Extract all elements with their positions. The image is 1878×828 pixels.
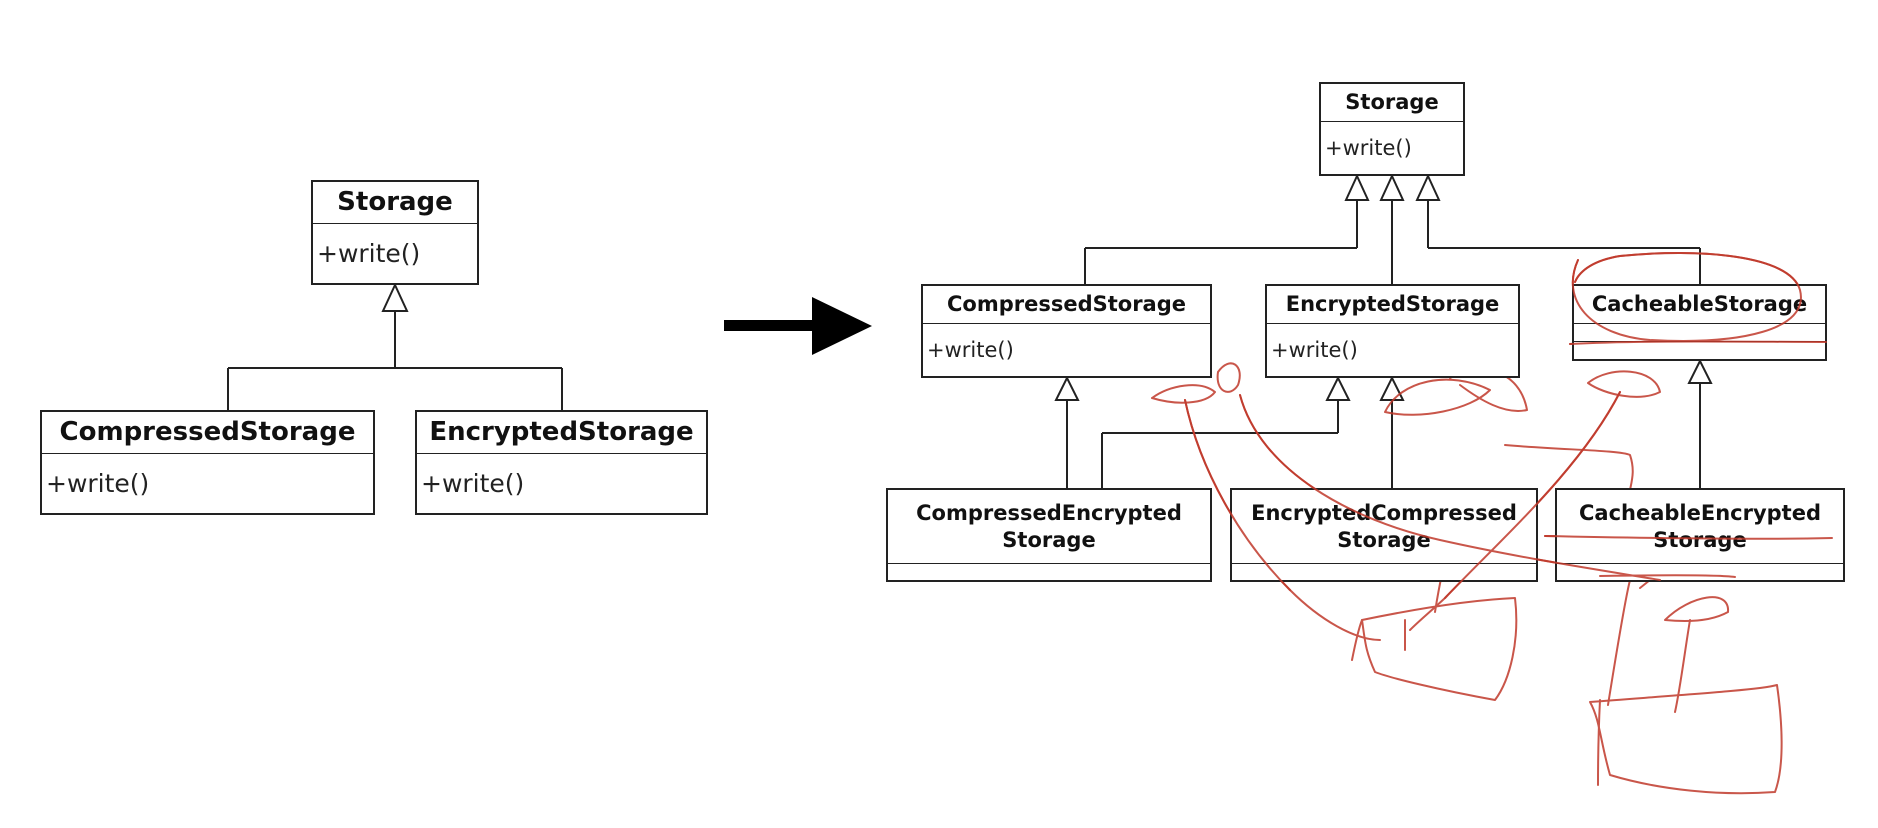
class-name: CompressedStorage xyxy=(42,412,373,454)
left-inheritance-lines xyxy=(227,311,563,410)
scribble-blob-1 xyxy=(1151,384,1216,404)
scribble-stem-5 xyxy=(1597,699,1601,786)
class-method: +write() xyxy=(46,469,150,498)
scribble-box-1 xyxy=(1361,597,1518,701)
class-name-line-2: Storage xyxy=(1002,527,1096,552)
right-class-cacheable-encrypted-storage: CacheableEncrypted Storage xyxy=(1555,488,1845,582)
empty-attribute-compartment xyxy=(1574,324,1825,342)
empty-compartment xyxy=(888,564,1210,580)
right-class-encrypted-compressed-storage: EncryptedCompressed Storage xyxy=(1230,488,1538,582)
transition-arrow xyxy=(724,297,872,355)
class-method: +write() xyxy=(317,239,421,268)
empty-compartment xyxy=(1232,564,1536,580)
scribble-blob-6 xyxy=(1664,596,1730,623)
class-method: +write() xyxy=(927,338,1014,362)
scribble-blob-5 xyxy=(1587,370,1661,398)
scribble-stem-4 xyxy=(1674,619,1691,713)
class-name-line-1: EncryptedCompressed xyxy=(1251,501,1517,526)
class-name: Storage xyxy=(313,182,477,224)
scribble-stem-6 xyxy=(1607,579,1631,706)
right-class-storage: Storage +write() xyxy=(1319,82,1465,176)
empty-compartment xyxy=(1557,564,1843,580)
right-class-encrypted-storage: EncryptedStorage +write() xyxy=(1265,284,1520,378)
class-name: EncryptedCompressed Storage xyxy=(1232,490,1536,564)
class-name: EncryptedStorage xyxy=(417,412,706,454)
class-name: CacheableEncrypted Storage xyxy=(1557,490,1843,564)
right-class-compressed-storage: CompressedStorage +write() xyxy=(921,284,1212,378)
class-name-line-1: CompressedEncrypted xyxy=(916,501,1182,526)
right-class-cacheable-storage: CacheableStorage xyxy=(1572,284,1827,361)
class-method: +write() xyxy=(421,469,525,498)
empty-method-compartment xyxy=(1574,342,1825,359)
class-name: CompressedEncrypted Storage xyxy=(888,490,1210,564)
scribble-stem-3 xyxy=(1351,619,1363,661)
class-name-line-2: Storage xyxy=(1653,527,1747,552)
class-name: CompressedStorage xyxy=(923,286,1210,324)
left-class-storage: Storage +write() xyxy=(311,180,479,285)
scribble-blob-2 xyxy=(1216,362,1241,393)
class-name-line-2: Storage xyxy=(1337,527,1431,552)
class-name: Storage xyxy=(1321,84,1463,122)
class-name-line-1: CacheableEncrypted xyxy=(1578,501,1821,526)
class-name: CacheableStorage xyxy=(1574,286,1825,324)
scribble-box-2 xyxy=(1589,684,1783,795)
class-method: +write() xyxy=(1325,136,1412,160)
left-class-compressed-storage: CompressedStorage +write() xyxy=(40,410,375,515)
class-name: EncryptedStorage xyxy=(1267,286,1518,324)
left-generalization-arrowhead xyxy=(381,282,409,312)
left-class-encrypted-storage: EncryptedStorage +write() xyxy=(415,410,708,515)
class-method: +write() xyxy=(1271,338,1358,362)
right-class-compressed-encrypted-storage: CompressedEncrypted Storage xyxy=(886,488,1212,582)
